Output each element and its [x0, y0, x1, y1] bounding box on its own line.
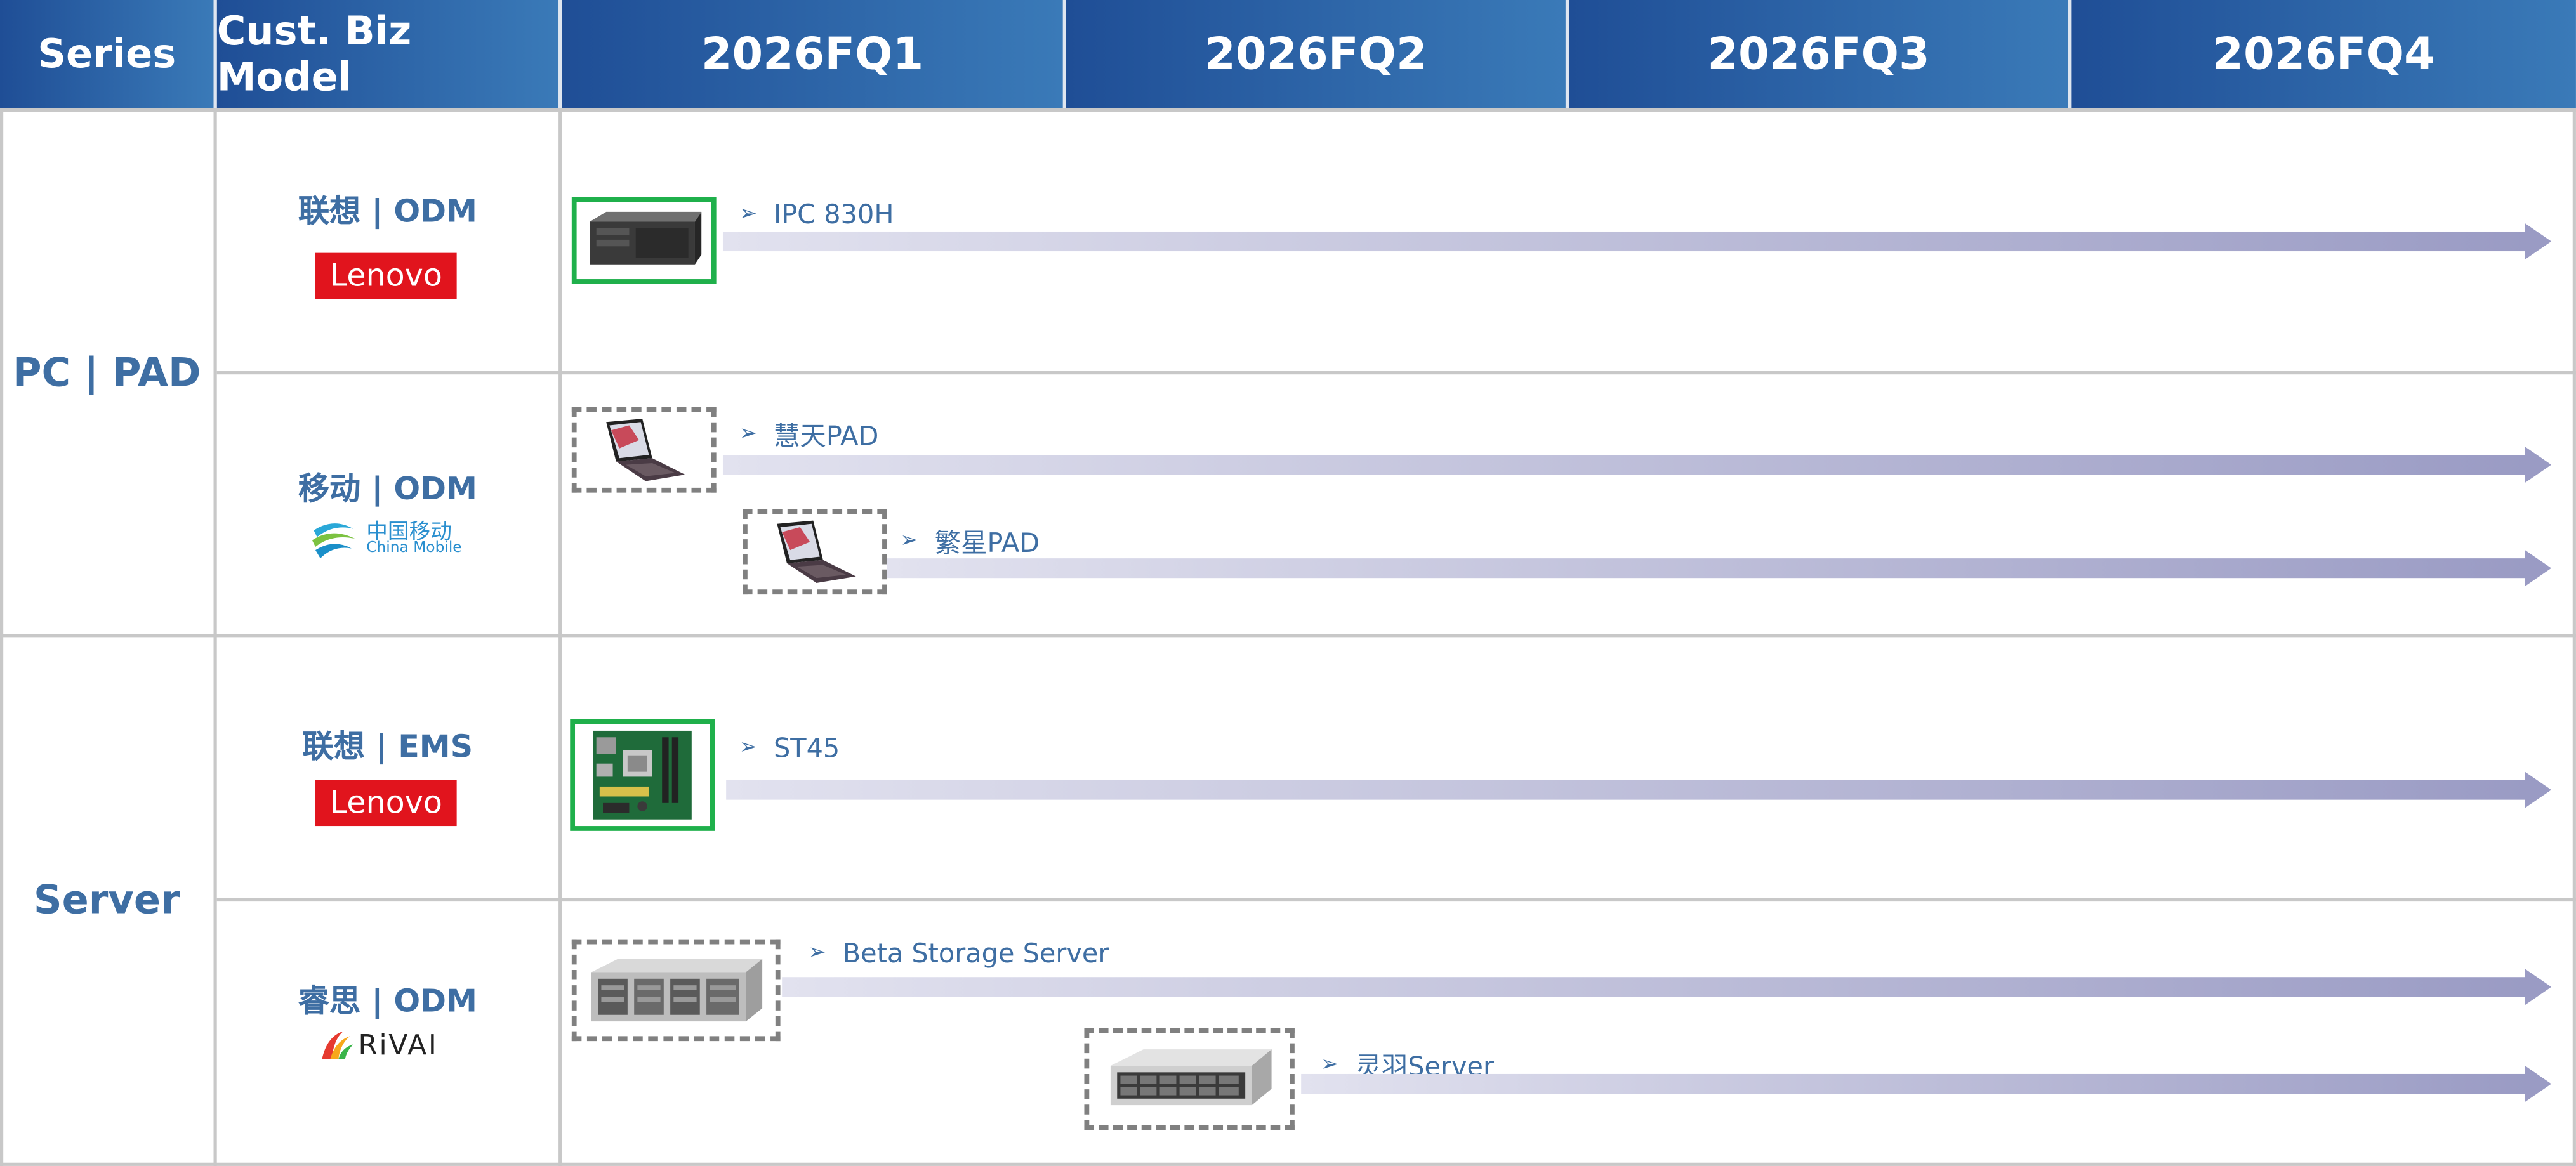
china-mobile-logo-sub: China Mobile	[366, 540, 462, 557]
product-name: ST45	[773, 732, 840, 764]
product-name: 繁星PAD	[934, 527, 1040, 559]
arrow-marker-icon: ➢	[900, 528, 918, 553]
product-label-huitian-pad: ➢ 慧天PAD	[739, 414, 879, 453]
series-label-pc-pad: PC | PAD	[12, 350, 201, 396]
tablet-icon	[777, 520, 856, 583]
china-mobile-swirl-icon	[312, 523, 355, 559]
customer-label: 联想 | EMS	[302, 729, 473, 766]
product-image-lingyu-server[interactable]	[1084, 1028, 1295, 1130]
arrow-marker-icon: ➢	[808, 941, 826, 966]
grid-line	[216, 898, 2576, 902]
grid-line	[0, 108, 4, 1166]
arrow-marker-icon: ➢	[739, 202, 758, 227]
product-image-st45[interactable]	[570, 719, 715, 831]
header-cust-model: Cust. Biz Model	[216, 0, 559, 108]
lenovo-logo: Lenovo	[315, 780, 457, 827]
rack-server-icon	[1110, 1049, 1272, 1106]
product-name: IPC 830H	[773, 199, 894, 230]
arrow-marker-icon: ➢	[739, 421, 758, 446]
arrow-marker-icon: ➢	[1321, 1051, 1339, 1077]
china-mobile-logo-text: 中国移动	[366, 520, 452, 546]
customer-label: 移动 | ODM	[298, 471, 477, 508]
timeline-arrow-fanxing-pad	[887, 550, 2552, 587]
grid-line	[213, 108, 217, 1166]
header-divider	[213, 0, 217, 108]
product-image-ipc-830h[interactable]	[571, 197, 717, 284]
grid-line	[216, 371, 2576, 375]
customer-label: 联想 | ODM	[298, 193, 477, 230]
header-quarter-1: 2026FQ1	[562, 0, 1063, 108]
rivai-logo-text: RiVAI	[358, 1030, 439, 1063]
header-divider	[558, 0, 562, 108]
product-label-st45: ➢ ST45	[739, 733, 840, 764]
header-quarter-3: 2026FQ3	[1569, 0, 2069, 108]
product-name: Beta Storage Server	[842, 938, 1109, 969]
product-name: 慧天PAD	[773, 420, 879, 452]
timeline-arrow-huitian-pad	[722, 447, 2552, 483]
industrial-pc-icon	[590, 211, 702, 264]
product-label-beta-storage-server: ➢ Beta Storage Server	[809, 938, 1109, 969]
storage-server-icon	[590, 959, 762, 1022]
timeline-arrow-st45	[726, 771, 2552, 808]
motherboard-icon	[593, 730, 692, 820]
grid-line	[0, 1162, 2576, 1166]
product-image-huitian-pad[interactable]	[571, 407, 717, 493]
timeline-arrow-lingyu-server	[1301, 1066, 2552, 1102]
header-divider	[2068, 0, 2072, 108]
header-divider	[1565, 0, 1569, 108]
grid-line	[2572, 108, 2576, 1166]
header-quarter-4: 2026FQ4	[2071, 0, 2576, 108]
grid-line	[0, 108, 2576, 112]
arrow-marker-icon: ➢	[739, 735, 758, 761]
rivai-logo: RiVAI	[317, 1025, 449, 1070]
header-divider	[1062, 0, 1067, 108]
china-mobile-logo: 中国移动 China Mobile	[309, 513, 473, 565]
timeline-arrow-beta-storage-server	[782, 969, 2552, 1006]
tablet-icon	[606, 419, 685, 481]
timeline-arrow-ipc-830h	[722, 223, 2552, 259]
product-label-fanxing-pad: ➢ 繁星PAD	[901, 521, 1040, 560]
rivai-bird-icon	[322, 1031, 353, 1059]
grid-line	[0, 634, 2576, 638]
series-label-server: Server	[33, 877, 180, 923]
product-label-ipc-830h: ➢ IPC 830H	[739, 199, 894, 230]
lenovo-logo: Lenovo	[315, 252, 457, 299]
product-image-fanxing-pad[interactable]	[743, 509, 887, 595]
header-series: Series	[0, 0, 214, 108]
header-quarter-2: 2026FQ2	[1066, 0, 1566, 108]
grid-line	[558, 108, 562, 1166]
product-image-beta-storage-server[interactable]	[571, 939, 781, 1042]
customer-label: 睿思 | ODM	[298, 983, 477, 1020]
